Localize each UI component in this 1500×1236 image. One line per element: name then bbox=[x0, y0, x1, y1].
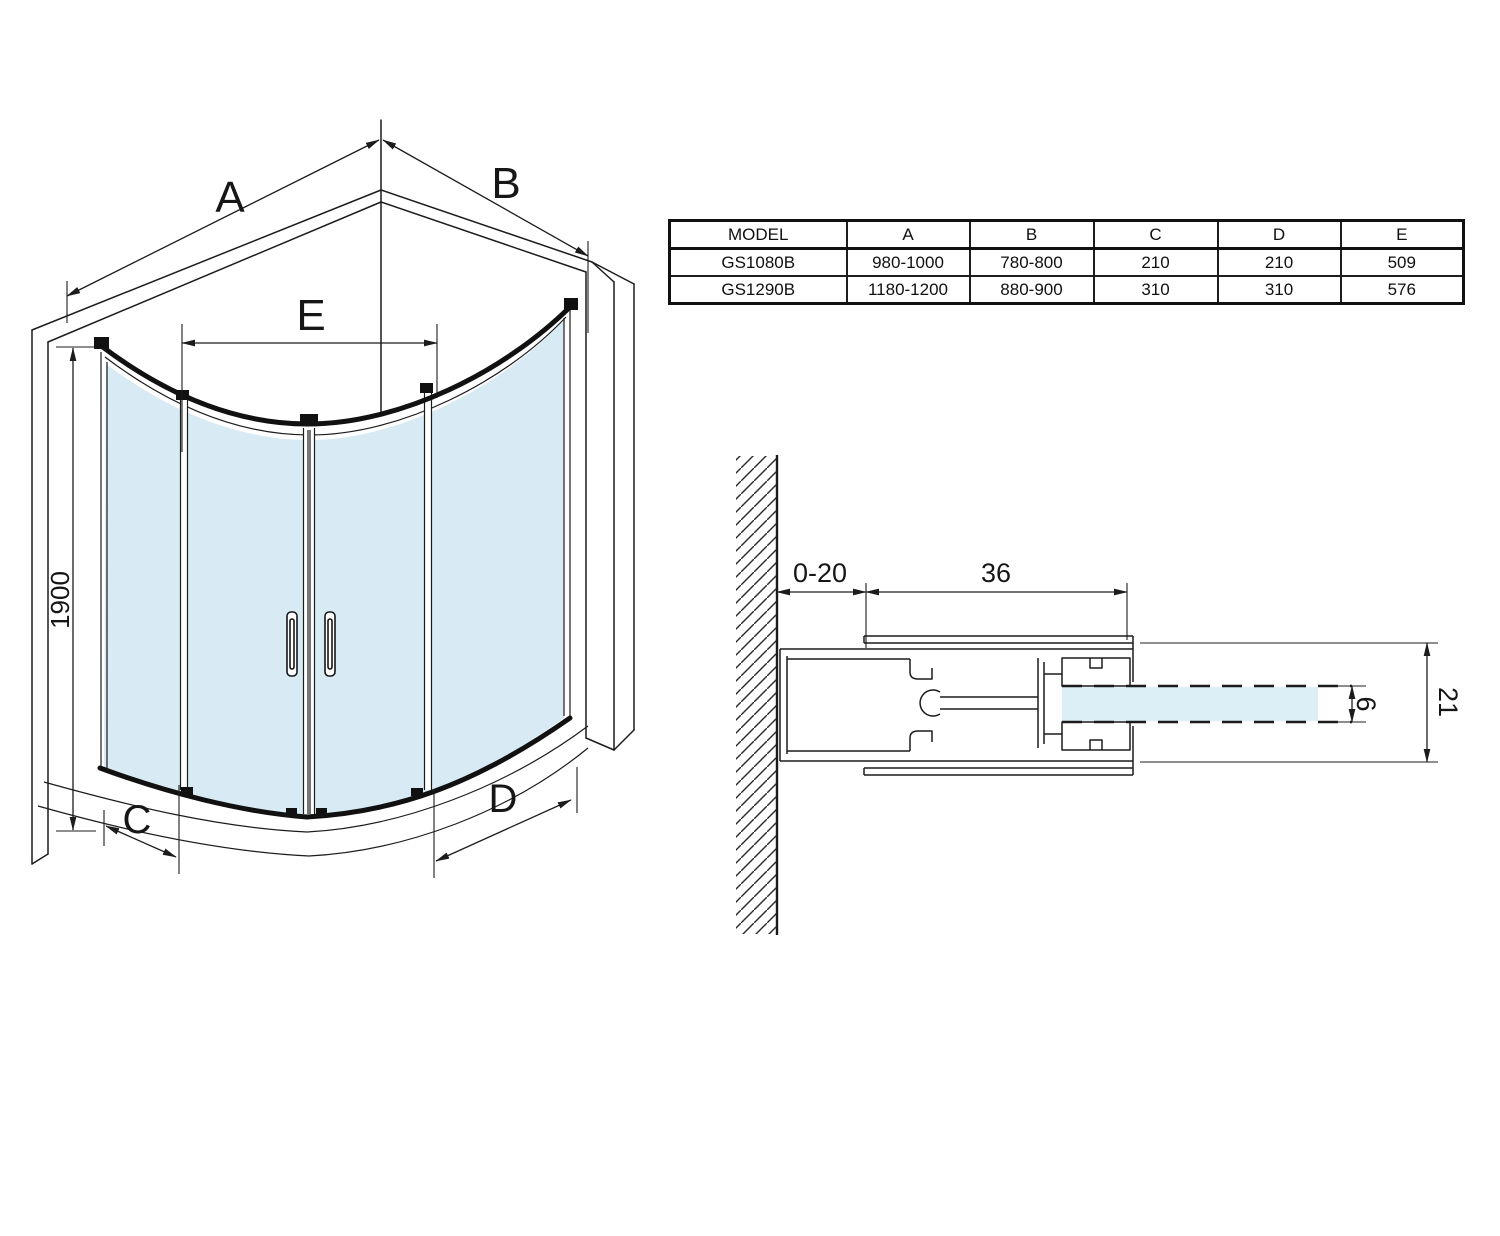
door-roller bbox=[181, 787, 193, 795]
shower-tray bbox=[37, 715, 589, 857]
dimension-height: 1900 bbox=[45, 346, 96, 832]
dimension-frame-width: 36 bbox=[865, 558, 1128, 648]
col-header-a: A bbox=[845, 219, 971, 250]
value-d: 310 bbox=[1216, 275, 1342, 305]
value-b: 880-900 bbox=[968, 275, 1095, 305]
dimension-d: D bbox=[433, 767, 578, 878]
glass-thickness-label: 6 bbox=[1351, 696, 1381, 711]
glass-panel-section bbox=[1062, 684, 1352, 724]
glass-area bbox=[104, 320, 564, 815]
isometric-enclosure-view: A B E 1900 bbox=[31, 119, 635, 878]
header-left-bracket bbox=[94, 337, 109, 349]
value-b: 780-800 bbox=[968, 247, 1095, 277]
profile-extrusion bbox=[779, 635, 1134, 776]
value-d: 210 bbox=[1216, 247, 1342, 277]
table-header-row: MODEL A B C D E bbox=[668, 219, 1465, 250]
door-roller bbox=[286, 808, 297, 816]
value-a: 980-1000 bbox=[845, 247, 971, 277]
header-right-bracket bbox=[564, 298, 578, 310]
value-c: 210 bbox=[1092, 247, 1219, 277]
door-roller bbox=[411, 788, 423, 796]
col-header-model: MODEL bbox=[668, 219, 848, 250]
value-e: 509 bbox=[1339, 247, 1465, 277]
dimension-frame-depth: 21 bbox=[1140, 642, 1463, 763]
value-c: 310 bbox=[1092, 275, 1219, 305]
dimension-glass-thickness: 6 bbox=[1322, 685, 1381, 723]
dim-label-c: C bbox=[123, 798, 152, 842]
dim-label-b: B bbox=[491, 159, 520, 208]
glass-section-fill bbox=[1062, 687, 1318, 721]
value-e: 576 bbox=[1339, 275, 1465, 305]
door-roller bbox=[316, 808, 327, 816]
dim-label-a: A bbox=[215, 173, 245, 222]
dim-label-e: E bbox=[296, 291, 325, 340]
col-header-e: E bbox=[1339, 219, 1465, 250]
dimension-b: B bbox=[382, 139, 589, 333]
wall-profile-section-view: 0-20 36 21 6 bbox=[736, 455, 1463, 935]
wall-offset-label: 0-20 bbox=[793, 558, 847, 588]
table-row: GS1080B 980-1000 780-800 210 210 509 bbox=[668, 247, 1465, 277]
col-header-b: B bbox=[968, 219, 1095, 250]
dimension-wall-offset: 0-20 bbox=[776, 558, 867, 596]
dimension-c: C bbox=[103, 785, 180, 874]
model-name: GS1290B bbox=[668, 275, 848, 305]
frame-width-label: 36 bbox=[981, 558, 1011, 588]
col-header-c: C bbox=[1092, 219, 1219, 250]
table-row: GS1290B 1180-1200 880-900 310 310 576 bbox=[668, 275, 1465, 305]
frame-depth-label: 21 bbox=[1433, 687, 1463, 717]
model-name: GS1080B bbox=[668, 247, 848, 277]
model-dimensions-table: MODEL A B C D E GS1080B 980-1000 780-800… bbox=[668, 219, 1465, 305]
height-dimension-label: 1900 bbox=[45, 571, 75, 629]
wall-hatching bbox=[736, 456, 777, 934]
dimension-a: A bbox=[66, 139, 380, 323]
value-a: 1180-1200 bbox=[845, 275, 971, 305]
door-handles bbox=[286, 611, 336, 677]
dimension-e: E bbox=[181, 291, 438, 452]
col-header-d: D bbox=[1216, 219, 1342, 250]
dim-label-d: D bbox=[489, 777, 518, 821]
glass-panels bbox=[100, 310, 571, 816]
